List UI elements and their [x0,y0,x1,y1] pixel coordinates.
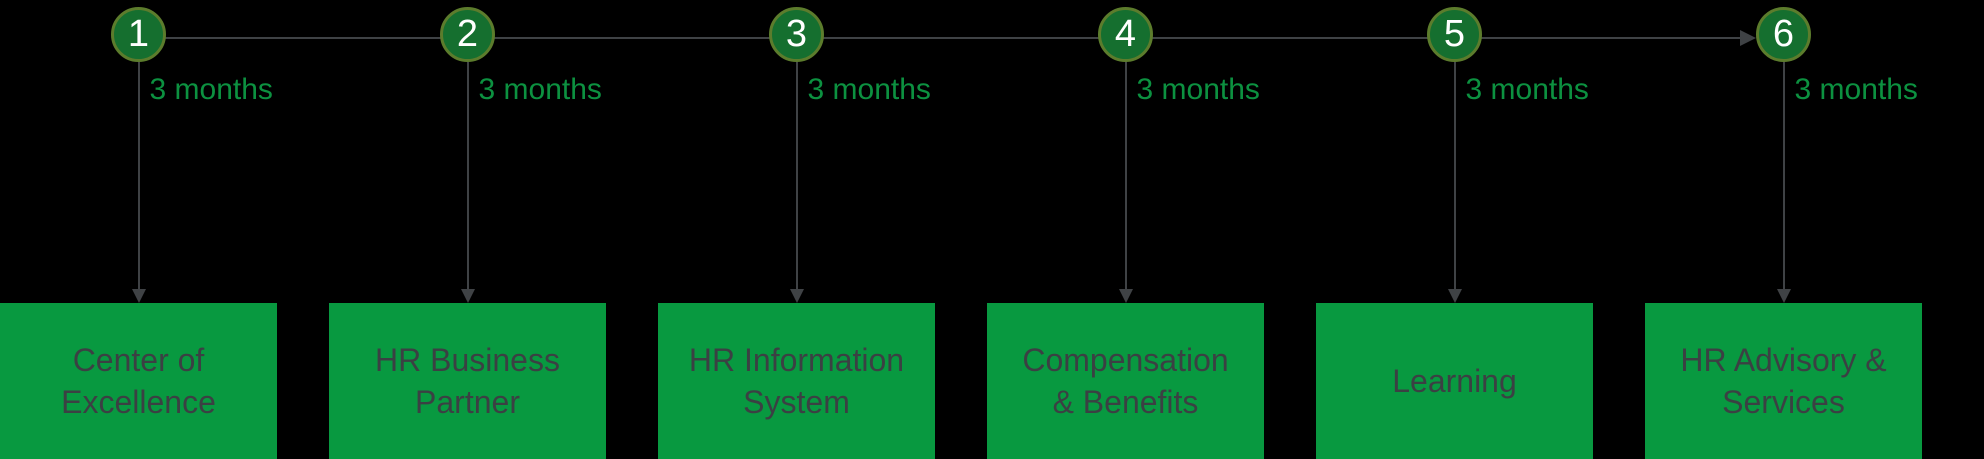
stage-5-box: Learning [1316,303,1593,459]
stage-5-number-circle: 5 [1427,7,1482,62]
stage-2-arrow-down-icon [460,289,475,303]
stage-1-duration-label: 3 months [149,73,273,106]
stage-6-connector-line [1782,60,1785,290]
stage-1-box-label: Center of Excellence [61,342,216,420]
timeline-end-arrow-icon [1740,30,1756,46]
stage-1-number-circle: 1 [111,7,166,62]
stage-4-arrow-down-icon [1118,289,1133,303]
stage-6: 6 3 months HR Advisory & Services [1645,0,1922,459]
stage-4-connector-line [1124,60,1127,290]
stage-1-box: Center of Excellence [0,303,277,459]
stage-6-number-circle: 6 [1756,7,1811,62]
stage-3-number-circle: 3 [769,7,824,62]
timeline-axis-line [139,37,1740,39]
stage-6-box-label: HR Advisory & Services [1680,342,1887,420]
stage-2-number-circle: 2 [440,7,495,62]
stage-2: 2 3 months HR Business Partner [329,0,606,459]
stage-2-number: 2 [456,12,479,55]
stage-4: 4 3 months Compensation & Benefits [987,0,1264,459]
stage-1: 1 3 months Center of Excellence [0,0,277,459]
stage-4-number-circle: 4 [1098,7,1153,62]
stage-3-connector-line [795,60,798,290]
stage-3-arrow-down-icon [789,289,804,303]
stage-3-number: 3 [785,12,808,55]
stage-1-connector-line [137,60,140,290]
stage-5-connector-line [1453,60,1456,290]
stage-2-box-label: HR Business Partner [375,342,560,420]
stage-6-arrow-down-icon [1776,289,1791,303]
stage-4-number: 4 [1114,12,1137,55]
stage-4-box: Compensation & Benefits [987,303,1264,459]
stage-5-box-label: Learning [1392,363,1517,399]
stage-2-connector-line [466,60,469,290]
stage-3-box-label: HR Information System [688,342,905,420]
stage-1-arrow-down-icon [131,289,146,303]
stage-6-duration-label: 3 months [1794,73,1918,106]
stage-list: 1 3 months Center of Excellence 2 3 mont… [0,0,1922,459]
stage-5-arrow-down-icon [1447,289,1462,303]
stage-5-duration-label: 3 months [1465,73,1589,106]
stage-4-duration-label: 3 months [1136,73,1260,106]
stage-3-duration-label: 3 months [807,73,931,106]
stage-2-box: HR Business Partner [329,303,606,459]
stage-3: 3 3 months HR Information System [658,0,935,459]
stage-5-number: 5 [1443,12,1466,55]
stage-3-box: HR Information System [658,303,935,459]
stage-6-number: 6 [1772,12,1795,55]
stage-5: 5 3 months Learning [1316,0,1593,459]
stage-2-duration-label: 3 months [478,73,602,106]
stage-4-box-label: Compensation & Benefits [1022,342,1229,420]
stage-1-number: 1 [127,12,150,55]
stage-6-box: HR Advisory & Services [1645,303,1922,459]
